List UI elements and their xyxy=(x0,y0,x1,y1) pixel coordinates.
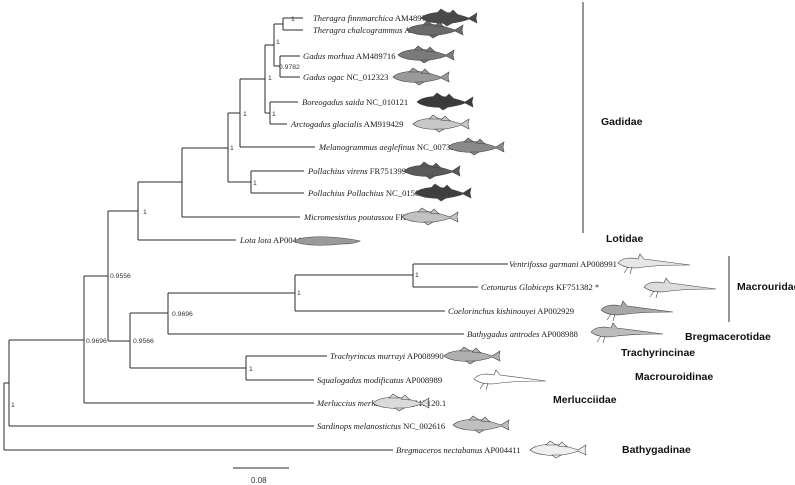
support-value: 0.9696 xyxy=(86,338,107,345)
fish-icon xyxy=(473,369,547,391)
fish-icon xyxy=(403,161,461,180)
fish-icon xyxy=(406,20,464,39)
support-value: 1 xyxy=(230,145,234,152)
support-value: 1 xyxy=(291,16,295,23)
fish-icon xyxy=(392,67,450,86)
taxon-label: Bregmaceros nectabanus AP004411 xyxy=(396,445,521,455)
fish-icon xyxy=(293,236,361,246)
taxon-label: Melanogrammus aeglefinus NC_007396 xyxy=(318,142,460,152)
fish-icon xyxy=(452,415,510,434)
fish-icon xyxy=(590,322,664,344)
tree-branches xyxy=(3,17,508,451)
taxon-label: Coelorinchus kishinouyei AP002929 xyxy=(448,306,574,316)
fish-icon xyxy=(447,137,505,156)
support-value: 1 xyxy=(272,111,276,118)
support-values: 1 1 0.9782 1 1 1 1 1 1 0.9556 1 1 0.9696… xyxy=(11,16,419,409)
family-label-gadidae: Gadidae xyxy=(601,116,643,128)
family-label-merlucciidae: Merlucciidae xyxy=(553,394,617,406)
support-value: 1 xyxy=(276,39,280,46)
taxon-label: Bathygadus antrodes AP008988 xyxy=(467,329,578,339)
support-value: 1 xyxy=(143,209,147,216)
fish-icon xyxy=(617,253,691,275)
taxon-label: Pollachius virens FR751399 xyxy=(307,166,406,176)
fish-icon xyxy=(643,277,717,299)
family-label-trachyrincinae: Trachyrincinae xyxy=(621,347,695,359)
fish-icon xyxy=(412,114,470,133)
fish-icon xyxy=(529,440,587,459)
clade-annotations: Gadidae Lotidae Macrouridae Bregmaceroti… xyxy=(553,2,795,456)
support-value: 1 xyxy=(297,290,301,297)
taxon-label: Trachyrincus murrayi AP008990 xyxy=(330,351,444,361)
support-value: 1 xyxy=(253,180,257,187)
family-label-lotidae: Lotidae xyxy=(606,233,643,245)
support-value: 1 xyxy=(249,366,253,373)
taxon-label: Cetonurus Globiceps KF751382 * xyxy=(481,282,599,292)
fish-icon xyxy=(600,300,674,322)
family-label-bathygadinae: Bathygadinae xyxy=(622,444,691,456)
family-label-macrouroidinae: Macrouroidinae xyxy=(635,371,713,383)
taxon-label: Ventrifossa garmani AP008991 xyxy=(509,259,617,269)
taxon-label: Gadus morhua AM489716 xyxy=(303,51,396,61)
fish-icon xyxy=(416,92,474,111)
fish-icon xyxy=(443,346,501,365)
taxon-label: Theragra finnmarchica AM489718 xyxy=(313,13,434,23)
taxon-label: Boreogadus saida NC_010121 xyxy=(302,97,408,107)
taxon-label: Gadus ogac NC_012323 xyxy=(303,72,388,82)
fish-icon xyxy=(397,45,455,64)
taxon-label: Pollachius Pollachius NC_015097 xyxy=(307,188,429,198)
taxon-label: Squalogadus modificatus AP008989 xyxy=(317,375,442,385)
taxon-label: Sardinops melanostictus NC_002616 xyxy=(317,421,446,431)
scale-bar: 0.08 xyxy=(233,467,289,485)
fish-icon xyxy=(414,183,472,202)
support-value: 0.9566 xyxy=(133,338,154,345)
fish-icon xyxy=(401,207,459,226)
support-value: 0.9696 xyxy=(172,311,193,318)
support-value: 1 xyxy=(415,272,419,279)
support-value: 1 xyxy=(268,75,272,82)
support-value: 0.9556 xyxy=(110,273,131,280)
taxon-label: Lota lota AP004412 xyxy=(239,235,310,245)
support-value: 1 xyxy=(11,402,15,409)
family-label-macrouridae: Macrouridae xyxy=(737,281,795,293)
scale-bar-label: 0.08 xyxy=(251,476,267,485)
family-label-bregmacerotidae: Bregmacerotidae xyxy=(685,331,771,343)
support-value: 1 xyxy=(243,111,247,118)
support-value: 0.9782 xyxy=(279,64,300,71)
taxon-label: Arctogadus glacialis AM919429 xyxy=(290,119,403,129)
